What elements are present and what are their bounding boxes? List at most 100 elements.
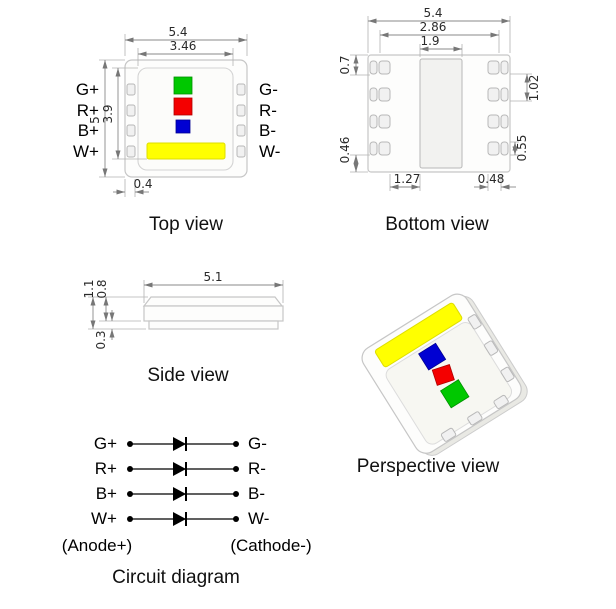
- pin-label-r-minus: R-: [259, 101, 277, 120]
- bottom-view-caption: Bottom view: [385, 214, 489, 235]
- top-view-pins: [126, 83, 246, 158]
- top-view-pin-labels: G+ R+ B+ W+ G- R- B- W-: [73, 80, 280, 161]
- pad: [493, 394, 509, 409]
- top-view-led-chips: [146, 76, 226, 160]
- top-view-dim-outer-width: 5.4: [168, 25, 187, 39]
- circuit-row-white: W+ W-: [91, 509, 269, 528]
- pad: [487, 114, 500, 129]
- side-view: 5.1 1.1 0.8 0.3 Side view: [82, 270, 284, 386]
- top-view: 5.4 3.46 5 3.9 0.4 G+ R+ B+ W+ G-: [73, 25, 280, 235]
- top-view-dim-inner-height: 3.9: [101, 104, 115, 123]
- pad: [378, 87, 391, 102]
- pad: [369, 114, 378, 129]
- circuit-row-red: R+ R-: [95, 459, 266, 478]
- pad: [484, 340, 499, 356]
- pin-tab: [126, 124, 136, 137]
- cathode-group-label: (Cathode-): [230, 536, 311, 555]
- side-view-dim-base-height: 0.3: [94, 330, 108, 349]
- bottom-view-dim-pad-width: 0.48: [478, 172, 505, 186]
- bottom-view-dim-top-clearance: 0.7: [338, 55, 352, 74]
- bottom-view-dim-bottom-clearance: 0.46: [338, 137, 352, 164]
- white-phosphor-bar: [374, 302, 463, 368]
- perspective-edge-pads: [440, 314, 515, 442]
- pin-tab: [126, 104, 136, 117]
- bottom-view-dim-pad-height: 0.55: [515, 135, 529, 162]
- pin-tab: [126, 83, 136, 96]
- pin-tab: [236, 124, 246, 137]
- bottom-view-dimensions: 5.4 2.86 1.9 0.7 1.02 0.55 0.46: [338, 6, 541, 191]
- node-dot: [233, 441, 239, 447]
- pad: [467, 411, 483, 426]
- top-view-dim-inner-width: 3.46: [170, 39, 197, 53]
- anode-group-label: (Anode+): [62, 536, 132, 555]
- bottom-view-dim-outer-width: 5.4: [423, 6, 442, 20]
- blue-chip: [175, 119, 191, 134]
- bottom-view: 5.4 2.86 1.9 0.7 1.02 0.55 0.46: [338, 6, 541, 235]
- bottom-view-dim-center-width: 1.9: [420, 34, 439, 48]
- pad: [369, 141, 378, 156]
- side-view-base: [148, 320, 279, 330]
- circuit-row-green: G+ G-: [94, 434, 267, 453]
- perspective-view-caption: Perspective view: [357, 456, 500, 477]
- red-chip: [173, 97, 193, 116]
- blue-chip: [418, 342, 447, 371]
- pad: [500, 114, 509, 129]
- pad: [500, 60, 509, 75]
- pad: [440, 427, 457, 442]
- green-chip: [440, 379, 470, 409]
- diode-symbol: [173, 487, 186, 501]
- circuit-cathode-label: G-: [248, 434, 267, 453]
- pad: [500, 141, 509, 156]
- pad: [500, 87, 509, 102]
- pad: [378, 114, 391, 129]
- bottom-view-dim-pad-pitch: 1.02: [527, 75, 541, 102]
- side-view-dim-width: 5.1: [203, 270, 222, 284]
- red-chip: [431, 364, 455, 386]
- pad: [487, 87, 500, 102]
- circuit-cathode-label: W-: [248, 509, 269, 528]
- circuit-cathode-label: R-: [248, 459, 266, 478]
- side-view-top-plate: [142, 296, 284, 307]
- thermal-pad: [419, 58, 463, 169]
- node-dot: [233, 516, 239, 522]
- pad: [369, 87, 378, 102]
- circuit-cathode-label: B-: [248, 484, 265, 503]
- circuit-diagram: G+ G- R+ R- B+ B-: [62, 434, 312, 588]
- perspective-package: [361, 293, 528, 456]
- circuit-anode-label: R+: [95, 459, 117, 478]
- pad: [467, 314, 482, 330]
- circuit-diagram-caption: Circuit diagram: [112, 567, 240, 588]
- side-view-dimensions: 5.1 1.1 0.8 0.3: [82, 270, 284, 350]
- pad: [378, 141, 391, 156]
- pad: [500, 366, 515, 383]
- pin-label-g-minus: G-: [259, 80, 278, 99]
- node-dot: [233, 491, 239, 497]
- pad: [487, 60, 500, 75]
- top-view-dim-pin-width: 0.4: [133, 177, 152, 191]
- top-view-dimensions: 5.4 3.46 5 3.9 0.4: [88, 25, 248, 197]
- pin-tab: [236, 83, 246, 96]
- side-view-dim-body-height: 0.8: [95, 279, 109, 298]
- circuit-anode-label: W+: [91, 509, 117, 528]
- pin-label-r-plus: R+: [77, 101, 99, 120]
- bottom-view-pads: [369, 60, 509, 156]
- pin-label-w-minus: W-: [259, 142, 280, 161]
- pin-tab: [236, 145, 246, 158]
- bottom-view-dim-center-offset: 1.27: [394, 172, 421, 186]
- white-phosphor-bar: [146, 142, 226, 160]
- pin-label-b-plus: B+: [78, 121, 99, 140]
- pad: [378, 60, 391, 75]
- green-chip: [173, 76, 193, 95]
- side-view-caption: Side view: [147, 365, 229, 386]
- circuit-row-blue: B+ B-: [96, 484, 265, 503]
- pin-tab: [236, 104, 246, 117]
- circuit-anode-label: G+: [94, 434, 117, 453]
- node-dot: [233, 466, 239, 472]
- pad: [487, 141, 500, 156]
- pin-label-b-minus: B-: [259, 121, 276, 140]
- side-view-body: [143, 305, 284, 322]
- diode-symbol: [173, 437, 186, 451]
- pin-label-g-plus: G+: [76, 80, 99, 99]
- diode-symbol: [173, 512, 186, 526]
